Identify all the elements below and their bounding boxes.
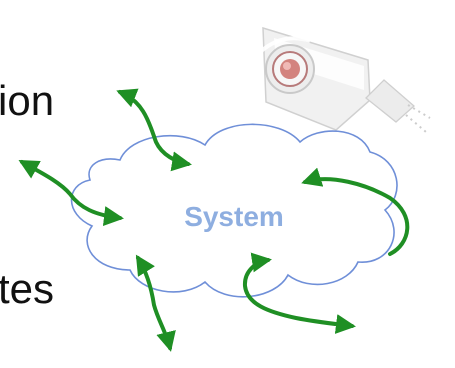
text-fragment-bottom: tes	[0, 265, 55, 312]
arrow-right	[301, 167, 410, 256]
arrow-bottom-left	[135, 254, 176, 352]
text-fragment-top: ion	[0, 77, 55, 124]
system-label: System	[184, 201, 284, 232]
arrow-top-left	[116, 88, 192, 172]
arrow-left	[18, 160, 124, 227]
security-camera-icon	[258, 26, 431, 133]
arrow-bottom-right	[242, 252, 356, 334]
